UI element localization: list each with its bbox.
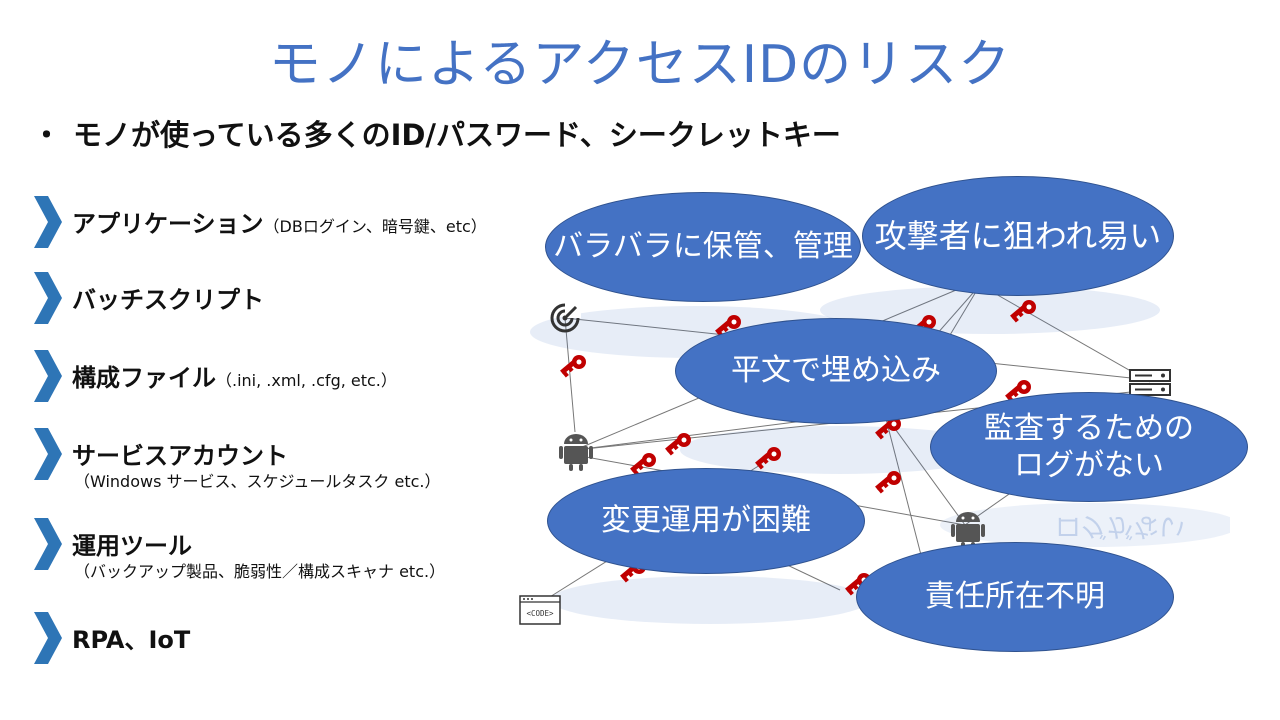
bullet-dot: ・ <box>32 118 62 152</box>
item-sub: （Windows サービス、スケジュールタスク etc.） <box>74 472 441 491</box>
risk-bubble-plaintext: 平文で埋め込み <box>675 318 997 424</box>
item-sub: （バックアップ製品、脆弱性／構成スキャナ etc.） <box>74 562 446 581</box>
risk-bubble-no-audit-line1: 監査するための <box>984 410 1194 446</box>
android-icon <box>951 512 985 549</box>
risk-bubble-hard-change: 変更運用が困難 <box>547 468 865 574</box>
item-note: （.ini, .xml, .cfg, etc.） <box>216 371 397 390</box>
code-label: <CODE> <box>526 609 554 618</box>
chevron-right-icon <box>34 518 62 570</box>
network-diagram: ログがない <box>519 279 1230 625</box>
slide-title: モノによるアクセスIDのリスク <box>268 35 1012 95</box>
code-window-icon: <CODE> <box>519 595 561 625</box>
reflected-text: ログがない <box>1055 512 1185 542</box>
item-label: サービスアカウント <box>72 442 288 470</box>
item-label: アプリケーション <box>72 210 264 238</box>
main-bullet: ・モノが使っている多くのID/パスワード、シークレットキー <box>32 112 841 154</box>
risk-bubble-unclear-owner: 責任所在不明 <box>856 542 1174 652</box>
key-icon <box>875 471 901 494</box>
bullet-text: モノが使っている多くのID/パスワード、シークレットキー <box>73 118 841 152</box>
server-icon <box>1129 369 1171 396</box>
risk-bubble-no-audit: 監査するための ログがない <box>930 392 1248 502</box>
radar-icon <box>550 303 581 333</box>
chevron-right-icon <box>34 272 62 324</box>
risk-bubble-no-audit-line2: ログがない <box>1014 448 1164 483</box>
chevron-right-icon <box>34 612 62 664</box>
ellipse-reflection <box>820 286 1160 334</box>
item-label: 運用ツール <box>72 532 192 560</box>
item-note: （DBログイン、暗号鍵、etc） <box>263 217 487 236</box>
risk-bubble-targeted: 攻撃者に狙われ易い <box>862 176 1174 296</box>
ellipse-reflection <box>940 503 1230 547</box>
chevron-right-icon <box>34 350 62 402</box>
ellipse-reflection <box>550 576 870 624</box>
item-label: RPA、IoT <box>72 626 191 654</box>
android-icon <box>559 434 593 471</box>
risk-bubble-scattered: バラバラに保管、管理 <box>545 192 861 302</box>
risk-bubble-plaintext-label: 平文で埋め込み <box>731 353 941 389</box>
item-label: バッチスクリプト <box>72 286 264 314</box>
key-icon <box>560 355 586 378</box>
chevron-right-icon <box>34 428 62 480</box>
chevron-right-icon <box>34 196 62 248</box>
item-label: 構成ファイル <box>72 364 216 392</box>
